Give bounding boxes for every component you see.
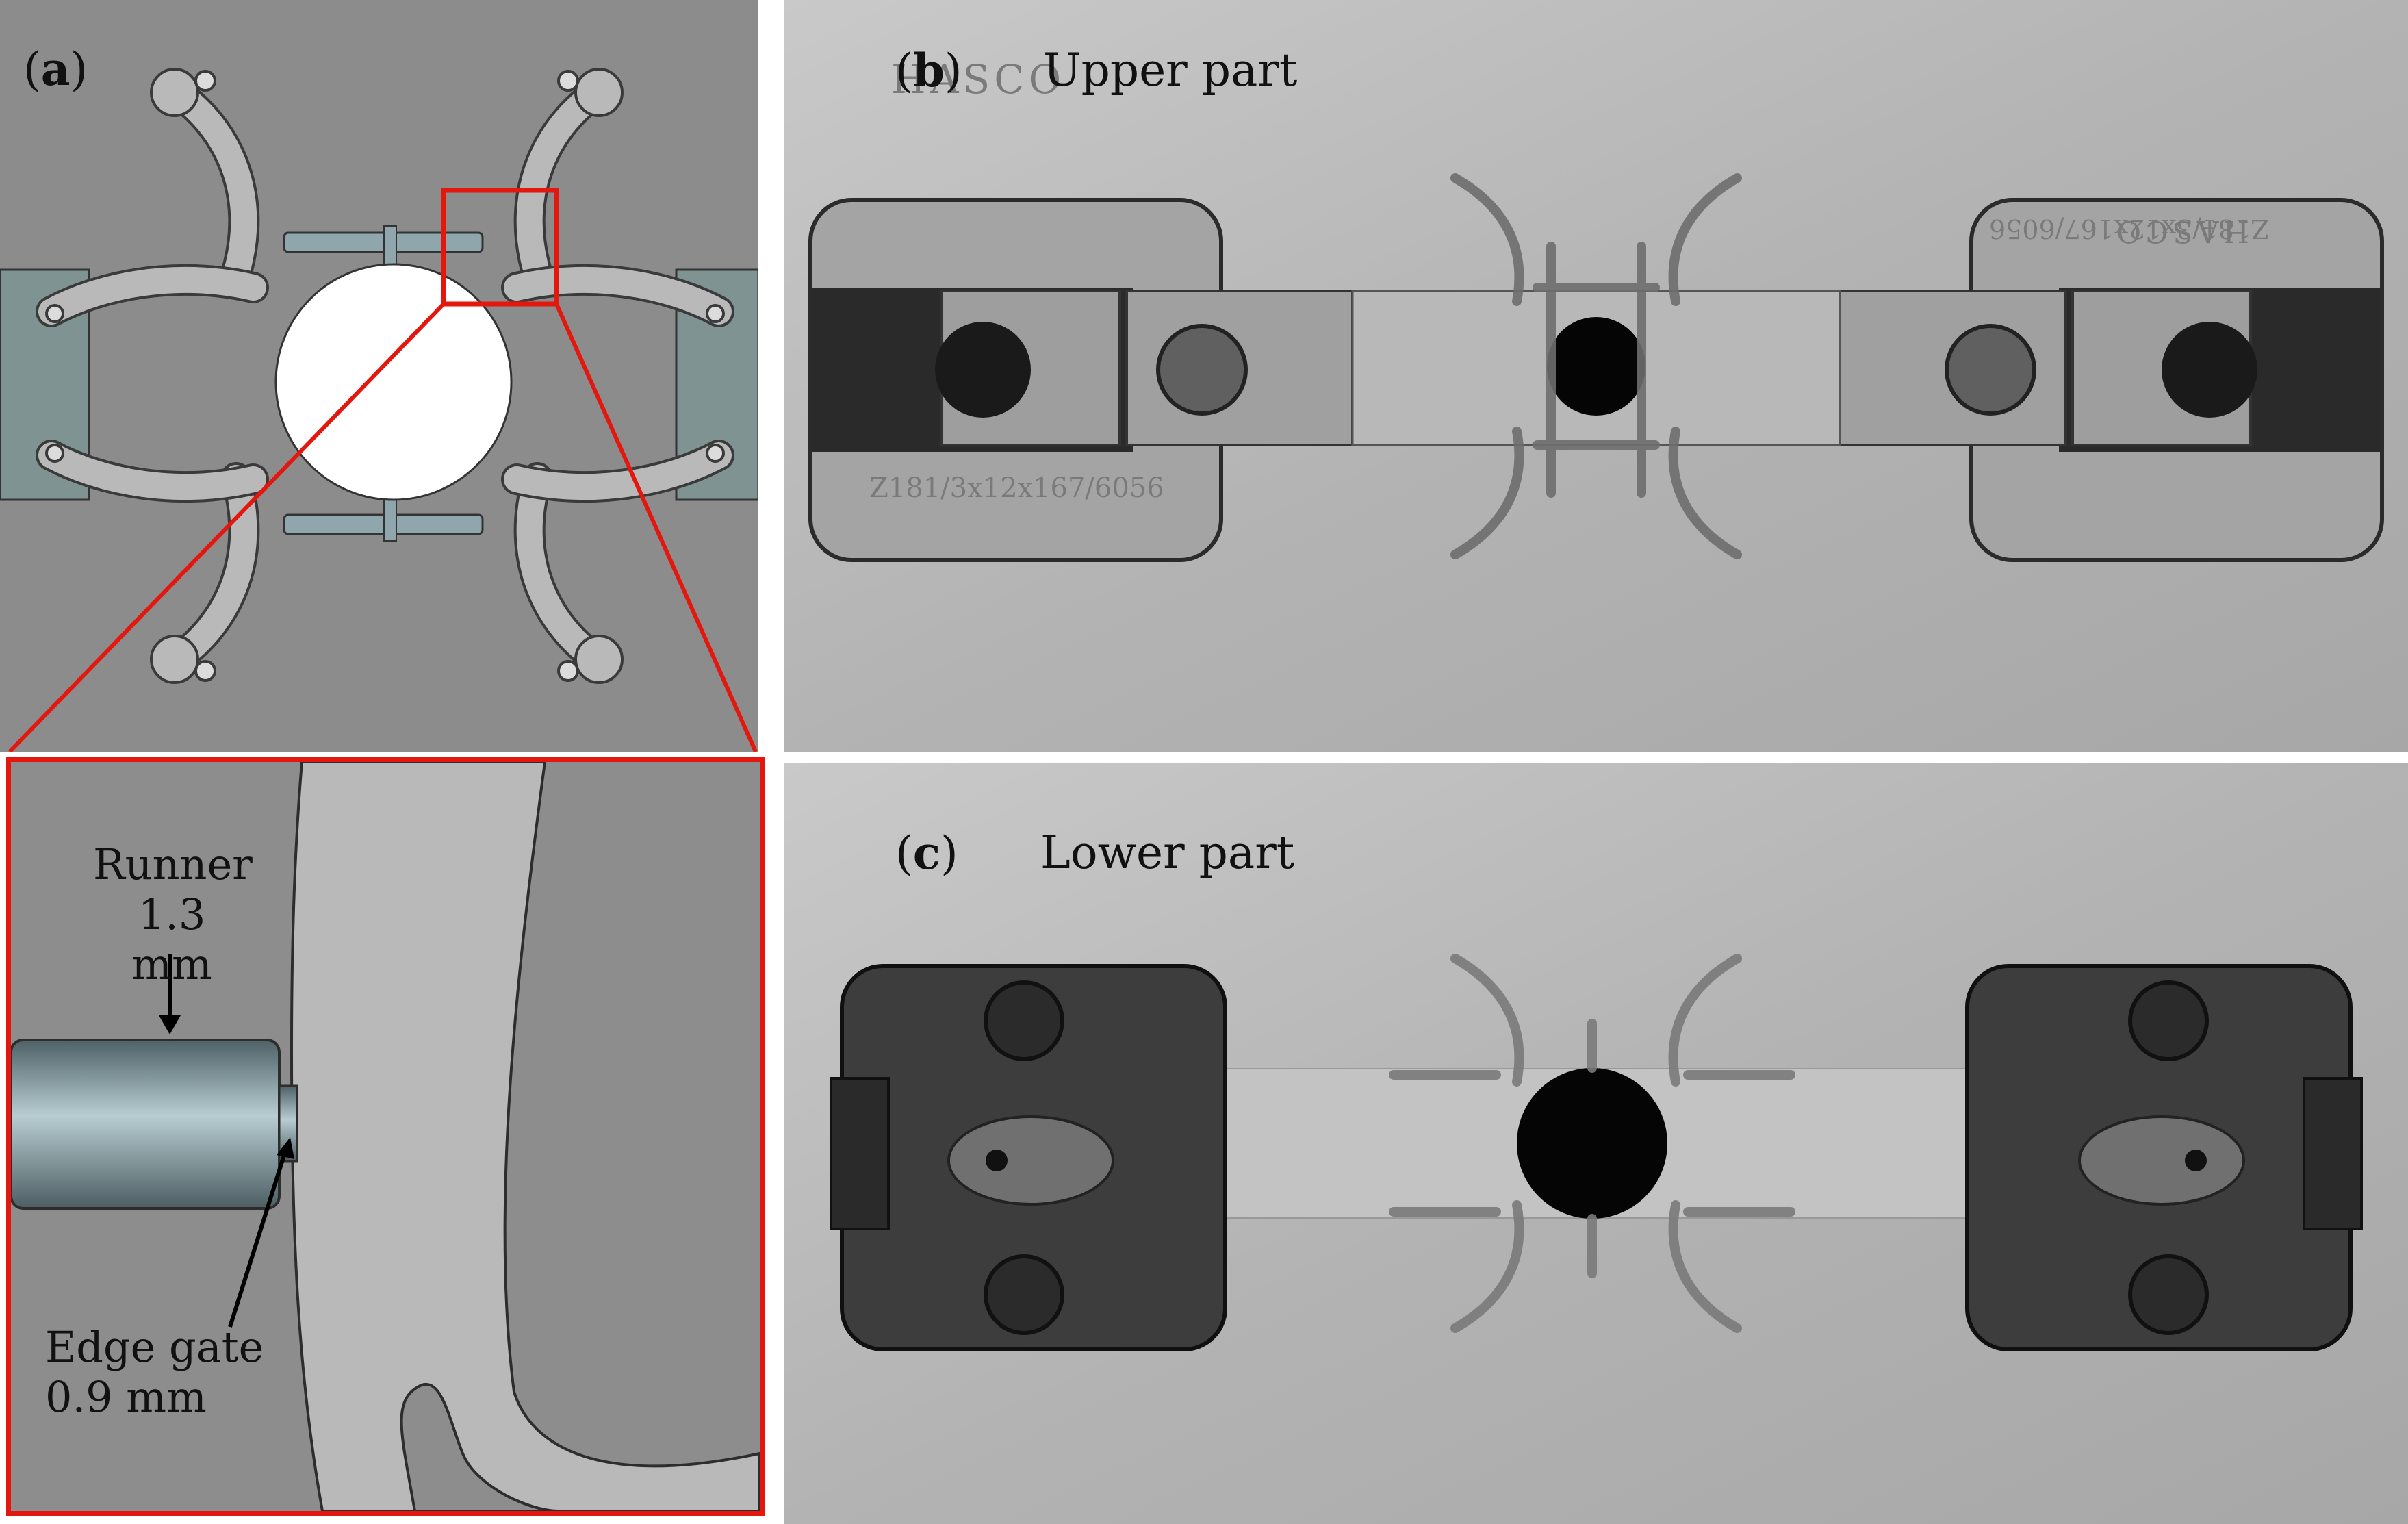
runner-arrow-head (159, 1015, 181, 1034)
central-sprue-hole (1547, 317, 1645, 416)
zoom-guide-left (8, 302, 446, 752)
panel-c-label: (c) (895, 826, 958, 880)
lower-central-hole (1517, 1068, 1667, 1219)
lower-clip-cavities (1389, 954, 1795, 1333)
panel-b-label: (b) (895, 44, 962, 97)
upper-mold-drawing (784, 0, 2408, 752)
runner-cylinder (11, 1039, 281, 1210)
cad-cavity-layout: (a) (0, 0, 758, 752)
right-code-mark: Z181/3x12x167/6056 (1989, 214, 2270, 244)
upper-mold-photo: HASCO Z181/3x12x167/6056 HASCO Z181/3x12… (784, 0, 2408, 752)
panel-b-caption: Upper part (1043, 44, 1298, 97)
panel-a-label: (a) (23, 42, 88, 96)
gate-arrow-head (277, 1137, 294, 1159)
left-code-mark: Z181/3x12x167/6056 (869, 472, 1164, 504)
zoom-region-box (441, 188, 559, 307)
runner-annotation: Runner 1.3 mm (93, 839, 253, 990)
part-arm (290, 762, 760, 1511)
lower-mold-drawing (784, 763, 2408, 1524)
runner-gate-detail: Runner 1.3 mm Edge gate 0.9 mm (6, 757, 765, 1516)
central-hole (274, 263, 513, 501)
zoom-guide-right (554, 303, 758, 752)
gate-annotation: Edge gate 0.9 mm (45, 1322, 264, 1423)
left-brand-mark: HASCO (891, 56, 1066, 103)
cad-drawing (0, 68, 758, 752)
detail-drawing (11, 762, 760, 1511)
lower-mold-photo: (c) Lower part (784, 763, 2408, 1524)
panel-c-caption: Lower part (1040, 826, 1295, 879)
clip-cavities (1450, 173, 1742, 559)
